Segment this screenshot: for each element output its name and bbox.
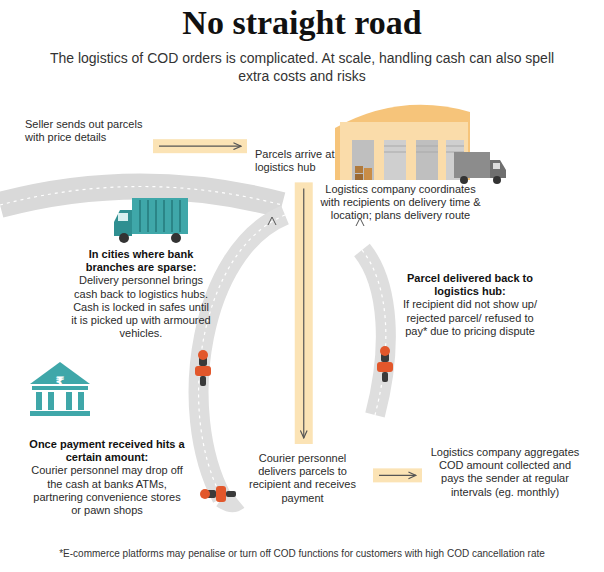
node-heading: Once payment received hits a certain amo…	[28, 438, 186, 464]
arrow-line	[159, 146, 241, 147]
bank-icon	[30, 362, 90, 416]
arrow-band	[373, 468, 422, 482]
node-text: Courier personnel may drop off the cash …	[28, 464, 186, 517]
motorbike	[200, 486, 236, 502]
node-text: Logistics company coordinates with recip…	[318, 183, 483, 223]
node-text: If recipient did not show up/ rejected p…	[400, 298, 540, 338]
flow-arrow	[373, 468, 422, 482]
title: No straight road	[0, 4, 604, 42]
arrow-line	[379, 475, 416, 476]
motorbike	[195, 350, 211, 386]
node-heading: In cities where bank branches are sparse…	[70, 248, 212, 274]
text-node: Parcel delivered back to logistics hub:I…	[400, 272, 540, 338]
node-text: Logistics company aggregates COD amount …	[430, 446, 580, 499]
armoured-truck	[114, 198, 188, 243]
flow-arrow	[153, 139, 247, 153]
text-node: Courier personnel delivers parcels to re…	[240, 452, 365, 505]
text-node: Parcels arrive at logistics hub	[255, 148, 355, 174]
node-text: Seller sends out parcels with price deta…	[25, 118, 145, 144]
footnote: *E-commerce platforms may penalise or tu…	[20, 548, 584, 560]
text-node: Logistics company coordinates with recip…	[318, 183, 483, 223]
text-node: Seller sends out parcels with price deta…	[25, 118, 145, 144]
flow-arrow	[295, 182, 313, 444]
text-node: Logistics company aggregates COD amount …	[430, 446, 580, 499]
arrow-band	[153, 139, 247, 153]
node-text: Delivery personnel brings cash back to l…	[70, 274, 212, 340]
motorbike	[377, 346, 393, 382]
subtitle: The logistics of COD orders is complicat…	[40, 50, 564, 85]
arrow-line	[303, 188, 304, 438]
grey-truck	[454, 152, 506, 184]
node-text: Parcels arrive at logistics hub	[255, 148, 355, 174]
text-node: In cities where bank branches are sparse…	[70, 248, 212, 340]
node-heading: Parcel delivered back to logistics hub:	[400, 272, 540, 298]
arrow-band	[295, 182, 313, 444]
currency-symbol: ₹	[50, 374, 70, 389]
text-node: Once payment received hits a certain amo…	[28, 438, 186, 517]
node-text: Courier personnel delivers parcels to re…	[240, 452, 365, 505]
warehouse	[335, 105, 470, 180]
